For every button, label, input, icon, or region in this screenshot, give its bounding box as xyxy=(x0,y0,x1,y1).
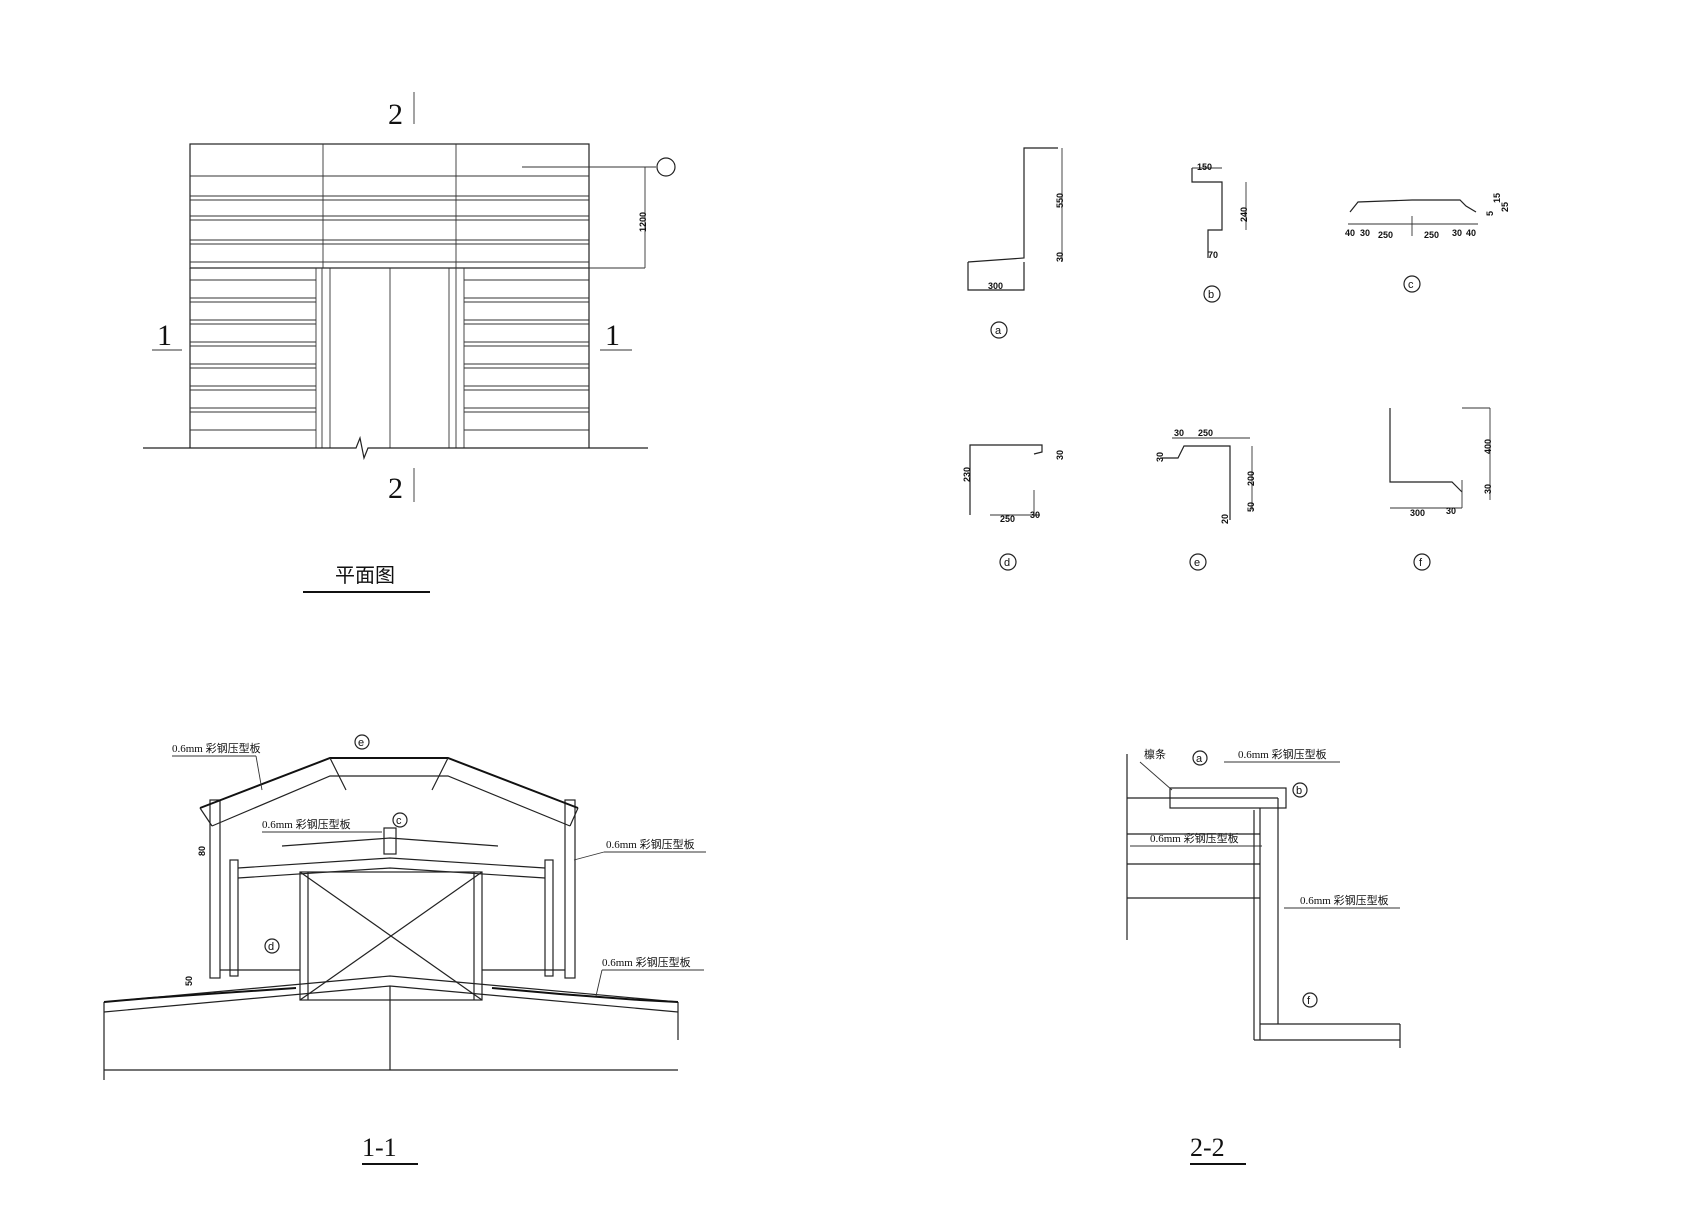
dim-c-25: 25 xyxy=(1500,202,1510,212)
profile-f: 400 30 300 30 f xyxy=(1389,407,1493,571)
mark-1-1-c: c xyxy=(396,815,402,827)
section-1-1: 0.6mm 彩钢压型板 0.6mm 彩钢压型板 0.6mm 彩钢压型板 0.6m… xyxy=(103,734,706,1165)
dim-e-50: 50 xyxy=(1246,502,1256,512)
profile-d: 230 250 30 30 d xyxy=(962,444,1065,571)
dim-c-5: 5 xyxy=(1485,211,1495,216)
note-2-2-purlin: 檩条 xyxy=(1144,747,1166,761)
dim-c-30a: 30 xyxy=(1360,228,1370,238)
dim-f-30a: 30 xyxy=(1483,484,1493,494)
dim-c-30b: 30 xyxy=(1452,228,1462,238)
section-2-2-title: 2-2 xyxy=(1190,1133,1225,1162)
profile-a: 550 30 300 a xyxy=(967,147,1065,339)
plan-title: 平面图 xyxy=(335,565,395,587)
dim-c-40a: 40 xyxy=(1345,228,1355,238)
section-2-2: 檩条 0.6mm 彩钢压型板 0.6mm 彩钢压型板 0.6mm 彩钢压型板 a… xyxy=(1126,747,1401,1165)
label-d: d xyxy=(1004,557,1010,569)
dim-b-150: 150 xyxy=(1197,162,1212,172)
mark-1-1-e: e xyxy=(358,737,364,749)
dim-d-250: 250 xyxy=(1000,514,1015,524)
profile-c: 40 30 250 250 30 40 5 15 25 c xyxy=(1345,193,1510,293)
section-mark-1-right: 1 xyxy=(605,319,620,352)
profile-e: 30 250 30 200 50 20 e xyxy=(1155,428,1256,571)
mark-2-2-b: b xyxy=(1296,785,1302,797)
label-e: e xyxy=(1194,557,1200,569)
dim-b-70: 70 xyxy=(1208,250,1218,260)
section-mark-2-top: 2 xyxy=(388,98,403,131)
dim-d-30a: 30 xyxy=(1030,510,1040,520)
label-f: f xyxy=(1419,557,1423,569)
note-2-2-top: 0.6mm 彩钢压型板 xyxy=(1238,747,1327,761)
dim-e-30a: 30 xyxy=(1174,428,1184,438)
dim-e-200: 200 xyxy=(1246,471,1256,486)
plan-view: 1200 2 2 1 1 平面图 xyxy=(143,92,676,593)
dim-c-40b: 40 xyxy=(1466,228,1476,238)
section-mark-1-left: 1 xyxy=(157,319,172,352)
note-1-1-inner: 0.6mm 彩钢压型板 xyxy=(262,817,351,831)
dim-d-30b: 30 xyxy=(1055,450,1065,460)
dim-c-250a: 250 xyxy=(1378,230,1393,240)
note-1-1-lower: 0.6mm 彩钢压型板 xyxy=(602,955,691,969)
note-1-1-right: 0.6mm 彩钢压型板 xyxy=(606,837,695,851)
dim-c-15: 15 xyxy=(1492,193,1502,203)
mark-1-1-d: d xyxy=(268,941,274,953)
dim-d-230: 230 xyxy=(962,467,972,482)
section-mark-2-bottom: 2 xyxy=(388,472,403,505)
dim-1-1-50: 50 xyxy=(184,976,194,986)
label-b: b xyxy=(1208,289,1214,301)
dim-1-1-80: 80 xyxy=(197,846,207,856)
dim-f-400: 400 xyxy=(1483,439,1493,454)
label-c: c xyxy=(1408,279,1414,291)
dim-b-240: 240 xyxy=(1239,207,1249,222)
profile-b: 150 240 70 b xyxy=(1191,162,1249,303)
label-a: a xyxy=(995,325,1002,337)
dim-c-250b: 250 xyxy=(1424,230,1439,240)
mark-2-2-f: f xyxy=(1307,995,1311,1007)
dim-e-20: 20 xyxy=(1220,514,1230,524)
note-2-2-right: 0.6mm 彩钢压型板 xyxy=(1300,893,1389,907)
note-1-1-top: 0.6mm 彩钢压型板 xyxy=(172,741,261,755)
dim-a-30: 30 xyxy=(1055,252,1065,262)
dim-e-30b: 30 xyxy=(1155,452,1165,462)
dim-f-300: 300 xyxy=(1410,508,1425,518)
section-1-1-title: 1-1 xyxy=(362,1133,397,1162)
note-2-2-mid: 0.6mm 彩钢压型板 xyxy=(1150,831,1239,845)
dim-1200: 1200 xyxy=(638,212,648,232)
mark-2-2-a: a xyxy=(1196,753,1203,765)
dim-a-300: 300 xyxy=(988,281,1003,291)
dim-f-30b: 30 xyxy=(1446,506,1456,516)
dim-e-250: 250 xyxy=(1198,428,1213,438)
dim-a-550: 550 xyxy=(1055,193,1065,208)
